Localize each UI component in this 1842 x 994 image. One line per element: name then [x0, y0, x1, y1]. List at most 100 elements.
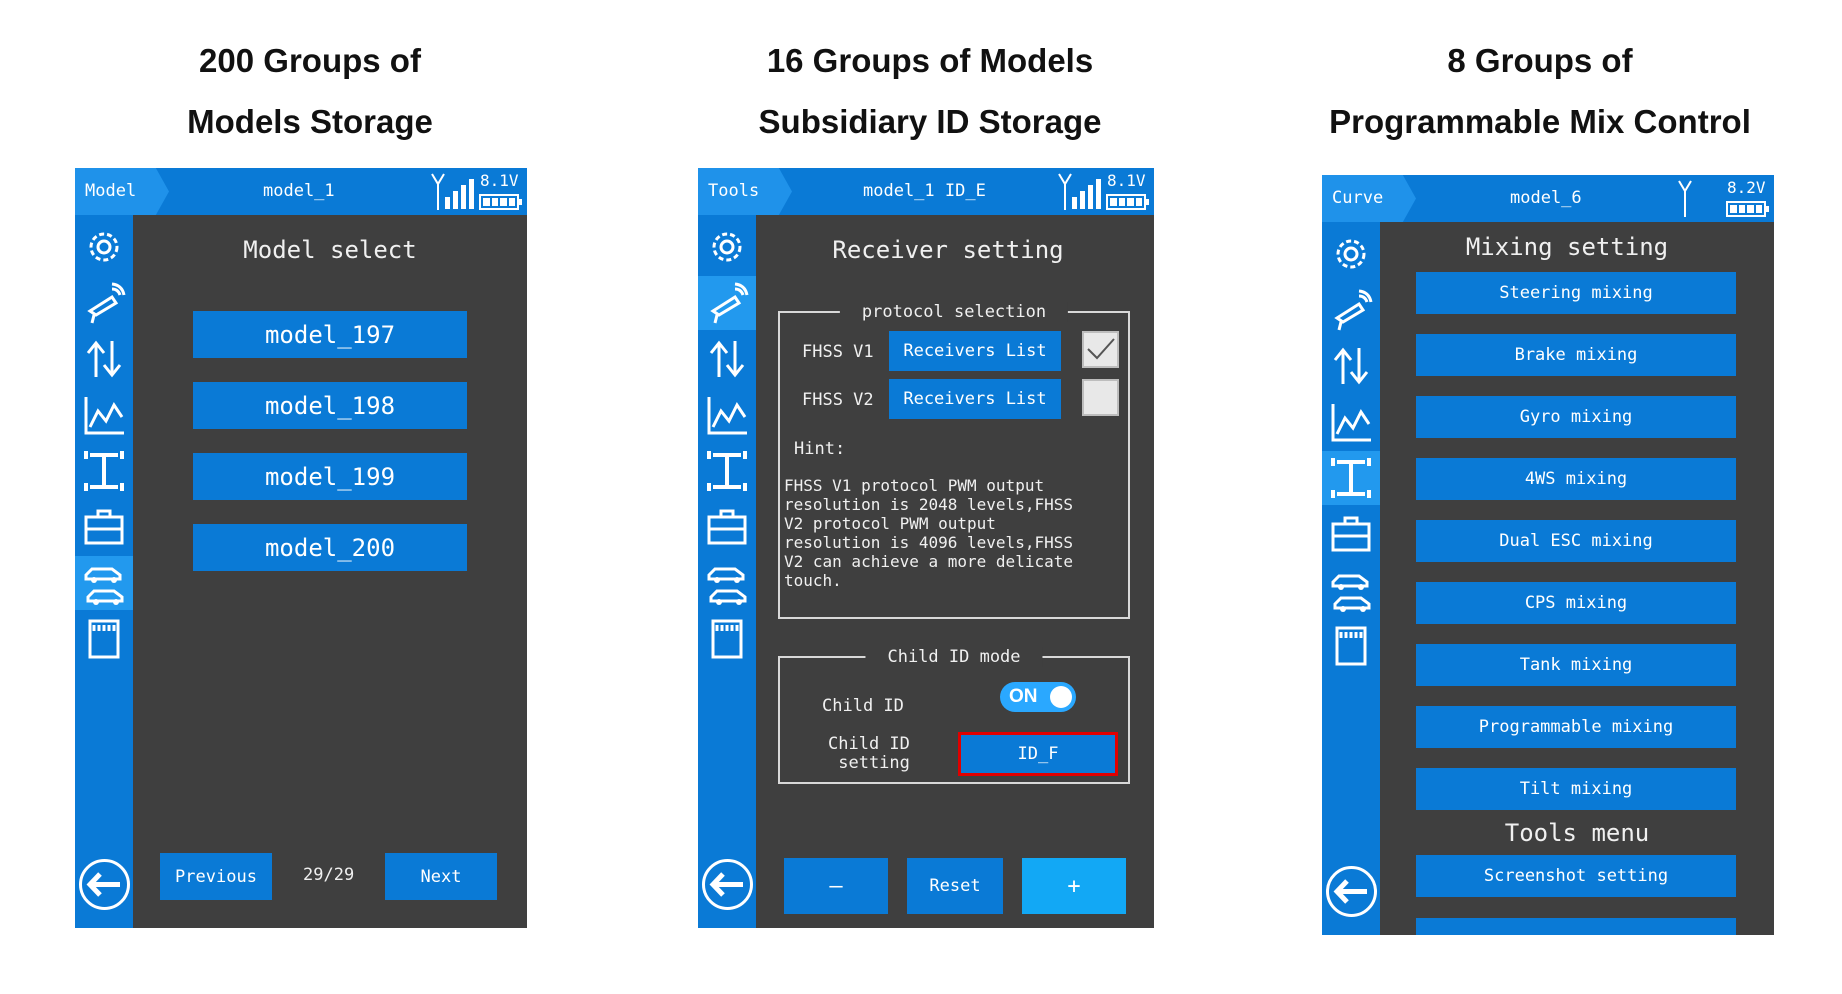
previous-button[interactable]: Previous	[160, 853, 272, 900]
battery-voltage: 8.1V	[1107, 171, 1146, 190]
caption-line: 200 Groups of	[199, 42, 421, 79]
sidebar-item-storage[interactable]	[1322, 619, 1380, 673]
sidebar-item-mixing[interactable]	[75, 444, 133, 498]
caption-line: 8 Groups of	[1447, 42, 1633, 79]
battery-voltage: 8.2V	[1727, 178, 1766, 197]
menu-tag[interactable]: Curve	[1322, 175, 1416, 222]
model-name: model_1 ID_E	[863, 181, 986, 201]
mixing-item-button[interactable]: Tank mixing	[1416, 644, 1736, 686]
sidebar-item-receiver[interactable]	[75, 276, 133, 330]
mixing-item-button[interactable]: Steering mixing	[1416, 272, 1736, 314]
next-button[interactable]: Next	[385, 853, 497, 900]
protocol-label: FHSS V1	[802, 342, 874, 362]
sidebar-item-settings[interactable]	[1322, 227, 1380, 281]
group-title: protocol selection	[839, 302, 1069, 322]
sidebar-item-curve[interactable]	[75, 388, 133, 442]
sidebar-item-tools[interactable]	[1322, 507, 1380, 561]
receiver-setting-screen: Tools model_1 ID_E 8.1V Receiver setting…	[698, 168, 1154, 928]
mixing-item-button[interactable]: Tilt mixing	[1416, 768, 1736, 810]
sd-card-icon	[88, 619, 120, 659]
child-id-select-button[interactable]: ID_F	[958, 732, 1118, 776]
mixing-item-button[interactable]: Brake mixing	[1416, 334, 1736, 376]
receivers-list-button[interactable]: Receivers List	[889, 331, 1061, 371]
sidebar-item-settings[interactable]	[75, 220, 133, 274]
sidebar-item-models[interactable]	[1322, 563, 1380, 617]
protocol-checkbox[interactable]	[1082, 379, 1119, 416]
updown-arrows-icon	[86, 340, 122, 378]
antenna-icon	[1058, 173, 1072, 210]
sidebar-item-settings[interactable]	[698, 220, 756, 274]
sidebar-item-storage[interactable]	[698, 612, 756, 666]
checkmark-icon	[1087, 338, 1115, 360]
group-title: Child ID mode	[865, 647, 1043, 667]
child-id-toggle[interactable]: ON	[1000, 682, 1076, 712]
toolbox-icon	[707, 509, 747, 545]
battery-icon	[1726, 201, 1769, 217]
menu-tag[interactable]: Tools	[698, 168, 792, 215]
transmitter-icon	[87, 282, 126, 324]
chart-icon	[707, 397, 747, 435]
sidebar-item-tools[interactable]	[75, 500, 133, 554]
caption-subsidiary-id: 16 Groups of Models Subsidiary ID Storag…	[700, 30, 1160, 152]
reset-button[interactable]: Reset	[907, 858, 1003, 914]
model-item-button[interactable]: model_199	[193, 453, 467, 500]
receivers-list-button[interactable]: Receivers List	[889, 379, 1061, 419]
page-title: Receiver setting	[832, 236, 1064, 264]
model-select-screen: Model model_1 8.1V Model select model_19…	[75, 168, 527, 928]
protocol-checkbox[interactable]	[1082, 331, 1119, 368]
mixing-item-button[interactable]: 4WS mixing	[1416, 458, 1736, 500]
mixing-item-button[interactable]: Dual ESC mixing	[1416, 520, 1736, 562]
cars-icon	[707, 567, 747, 605]
sd-card-icon	[1335, 626, 1367, 666]
sidebar-item-receiver[interactable]	[1322, 283, 1380, 337]
sidebar-item-curve[interactable]	[698, 388, 756, 442]
gear-icon	[712, 232, 742, 262]
cars-icon	[84, 567, 124, 605]
screenshot-setting-button[interactable]: Screenshot setting	[1416, 855, 1736, 897]
chart-icon	[1331, 404, 1371, 442]
model-item-button[interactable]: model_198	[193, 382, 467, 429]
protocol-label: FHSS V2	[802, 390, 874, 410]
caption-line: Models Storage	[187, 103, 433, 140]
mixing-item-button[interactable]: CPS mixing	[1416, 582, 1736, 624]
menu-tag[interactable]: Model	[75, 168, 169, 215]
mixing-item-button[interactable]: Gyro mixing	[1416, 396, 1736, 438]
caption-mix-control: 8 Groups of Programmable Mix Control	[1310, 30, 1770, 152]
sidebar-item-models[interactable]	[698, 556, 756, 610]
caption-line: 16 Groups of Models	[766, 42, 1094, 79]
gear-icon	[89, 232, 119, 262]
transmitter-icon	[710, 282, 749, 324]
sidebar-item-storage[interactable]	[75, 612, 133, 666]
sidebar-item-reverse[interactable]	[75, 332, 133, 386]
back-arrow-icon[interactable]	[1325, 865, 1378, 918]
back-arrow-icon[interactable]	[78, 858, 131, 911]
sidebar-item-models[interactable]	[75, 556, 133, 610]
battery-icon	[479, 194, 522, 210]
child-id-setting-label: Child ID setting	[828, 734, 910, 773]
model-name: model_1	[263, 181, 335, 201]
sidebar-item-reverse[interactable]	[698, 332, 756, 386]
battery-voltage: 8.1V	[480, 171, 519, 190]
model-item-button[interactable]: model_197	[193, 311, 467, 358]
sidebar-item-tools[interactable]	[698, 500, 756, 554]
chassis-icon	[707, 451, 747, 491]
gear-icon	[1336, 239, 1366, 269]
model-item-button[interactable]: model_200	[193, 524, 467, 571]
partial-menu-button[interactable]	[1416, 918, 1736, 935]
minus-button[interactable]: –	[784, 858, 888, 914]
sidebar-item-receiver[interactable]	[698, 276, 756, 330]
sidebar-item-curve[interactable]	[1322, 395, 1380, 449]
mixing-setting-screen: Curve model_6 8.2V Mixing setting Steeri…	[1322, 175, 1774, 935]
sidebar-item-reverse[interactable]	[1322, 339, 1380, 393]
signal-icon	[1072, 175, 1101, 209]
mixing-item-button[interactable]: Programmable mixing	[1416, 706, 1736, 748]
antenna-icon	[1678, 180, 1692, 217]
plus-button[interactable]: +	[1022, 858, 1126, 914]
toolbox-icon	[1331, 516, 1371, 552]
sidebar-item-mixing[interactable]	[1322, 451, 1380, 505]
cars-icon	[1331, 574, 1371, 612]
sidebar-item-mixing[interactable]	[698, 444, 756, 498]
battery-icon	[1106, 194, 1149, 210]
updown-arrows-icon	[709, 340, 745, 378]
back-arrow-icon[interactable]	[701, 858, 754, 911]
